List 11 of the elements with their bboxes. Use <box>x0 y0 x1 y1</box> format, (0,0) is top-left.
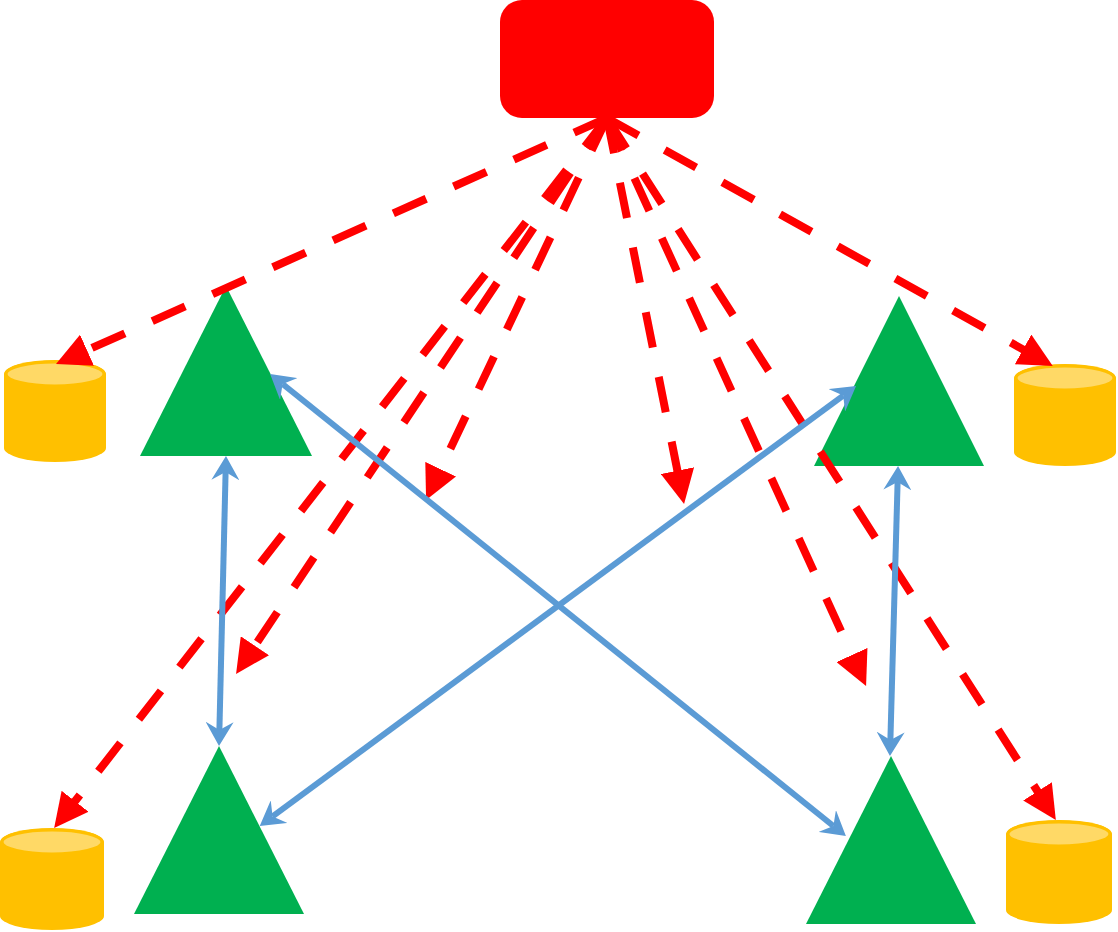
cylinder <box>0 828 104 930</box>
double-headed-arrow <box>205 456 240 746</box>
cylinder <box>1014 364 1116 466</box>
triangle <box>134 746 304 914</box>
rounded-rectangle <box>500 0 714 118</box>
cylinder <box>1006 820 1112 924</box>
double-headed-arrow <box>876 466 912 756</box>
triangle <box>814 296 984 466</box>
cylinder <box>4 360 106 462</box>
triangle <box>806 756 976 924</box>
triangle <box>140 286 312 456</box>
